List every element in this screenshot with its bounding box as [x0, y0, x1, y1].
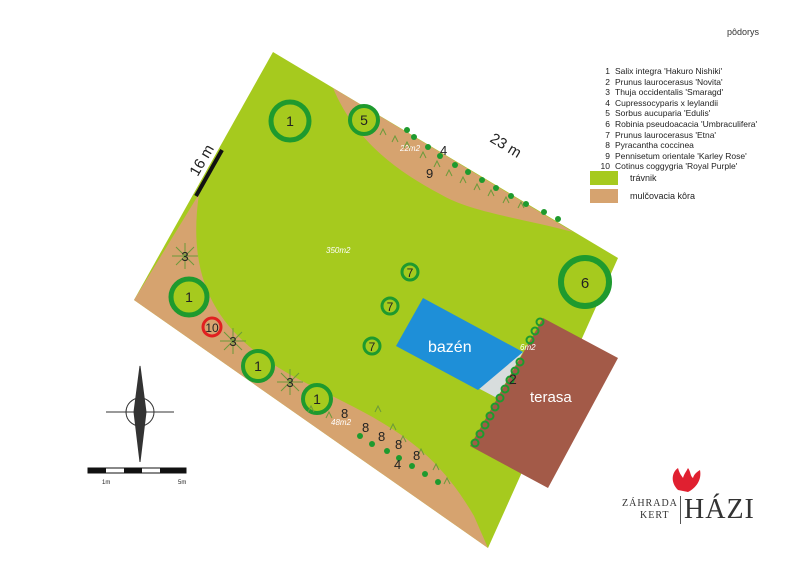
svg-text:8: 8 [413, 448, 420, 463]
svg-text:6: 6 [581, 275, 589, 292]
plant-list-name: Prunus laurocerasus 'Novita' [615, 76, 723, 87]
svg-text:1m: 1m [102, 480, 110, 486]
plant-list-name: Pyracantha coccinea [615, 140, 694, 151]
plant-list-item: 6 Robinia pseudoacacia 'Umbraculifera' [600, 119, 790, 130]
logo-brand: HÁZI [684, 494, 755, 525]
plant-number-4-bottom: 4 [394, 457, 401, 472]
hedge-row-2 [470, 317, 545, 448]
svg-text:5m: 5m [178, 480, 186, 486]
plant-list-number: 9 [605, 150, 610, 161]
tree-6: 6 [558, 255, 612, 309]
hedge-dots [357, 127, 561, 485]
svg-text:8: 8 [395, 437, 402, 452]
conifer-3a: 3 [172, 243, 198, 269]
plant-list-item: 2 Prunus laurocerasus 'Novita' [600, 77, 790, 88]
svg-text:3: 3 [286, 375, 293, 390]
shrub-7a: 7 [400, 262, 420, 282]
plant-list-name: Salix integra 'Hakuro Nishiki' [615, 66, 723, 76]
lawn-legend-label: trávnik [630, 173, 657, 183]
plant-list-item: 5 Sorbus aucuparia 'Edulis' [600, 108, 790, 119]
plant-list-item: 10 Cotinus coggygria 'Royal Purple' [600, 161, 790, 172]
legend-mulch: mulčovacia kôra [590, 189, 695, 203]
conifer-3c: 3 [277, 369, 303, 395]
svg-text:10: 10 [205, 321, 219, 335]
plant-list-item: 7 Prunus laurocerasus 'Etna' [600, 130, 790, 141]
plant-list-number: 1 [605, 66, 610, 76]
legend-lawn: trávnik [590, 171, 657, 185]
plant-list-number: 3 [605, 87, 610, 98]
tree-1-mid: 1 [241, 349, 275, 383]
plant-list-item: 8 Pyracantha coccinea [600, 140, 790, 151]
pool-edge-area: 6m2 [520, 343, 536, 352]
svg-text:1: 1 [185, 289, 193, 305]
plant-list-number: 8 [605, 140, 610, 151]
shrub-10: 10 [201, 316, 223, 338]
plant-list-name: Cotinus coggygria 'Royal Purple' [615, 161, 738, 172]
pool-label: bazén [428, 339, 472, 356]
tree-5: 5 [348, 104, 380, 136]
svg-text:8: 8 [341, 406, 348, 421]
plant-list-number: 4 [605, 97, 610, 108]
plan-title: pôdorys [727, 27, 760, 37]
plant-list-name: Robinia pseudoacacia 'Umbraculifera' [615, 118, 758, 129]
plant-list-name: Prunus laurocerasus 'Etna' [615, 129, 717, 140]
svg-text:1: 1 [313, 391, 321, 407]
lawn-area-label: 350m2 [326, 246, 351, 255]
pool [396, 298, 523, 390]
plant-list-name: Thuja occidentalis 'Smaragd' [615, 87, 724, 98]
plant-number-2: 2 [509, 371, 517, 387]
dimension-line-16m [194, 149, 224, 197]
conifer-3b: 3 [220, 328, 246, 354]
plant-list-number: 7 [605, 129, 610, 140]
logo-line-2: KERT [640, 510, 670, 521]
mulch-swatch [590, 189, 618, 203]
terrace-label: terasa [530, 389, 572, 406]
tree-1-top: 1 [268, 99, 312, 143]
svg-text:3: 3 [181, 249, 188, 264]
shrub-7c: 7 [362, 336, 382, 356]
plant-list-name: Pennisetum orientale 'Karley Rose' [615, 150, 747, 161]
tulip-logo-icon [672, 468, 701, 492]
plant-number-4-top: 4 [440, 143, 447, 158]
plant-list-item: 9 Pennisetum orientale 'Karley Rose' [600, 151, 790, 162]
svg-text:1: 1 [254, 358, 262, 374]
svg-text:7: 7 [387, 300, 394, 314]
plant-list-item: 3 Thuja occidentalis 'Smaragd' [600, 87, 790, 98]
mulch-top-area-label: 22m2 [399, 144, 421, 153]
plant-list-name: Sorbus aucuparia 'Edulis' [615, 108, 711, 119]
shrub-7b: 7 [380, 296, 400, 316]
logo-line-1: ZÁHRADA [622, 498, 678, 509]
mulch-bottom-area-label: 48m2 [331, 418, 352, 427]
scale-bar: 1m 5m [87, 467, 187, 486]
tree-1-left: 1 [168, 276, 210, 318]
logo-divider [680, 496, 681, 524]
svg-text:1: 1 [286, 113, 294, 129]
north-arrow [106, 365, 174, 463]
mulch-legend-label: mulčovacia kôra [630, 191, 696, 201]
plant-list-name: Cupressocyparis x leylandii [615, 97, 718, 108]
logo: ZÁHRADA KERT HÁZI [622, 470, 762, 530]
plant-list-item: 1 Salix integra 'Hakuro Nishiki' [600, 66, 790, 77]
shrubs-8: 8 8 8 8 8 [341, 406, 420, 463]
grass-tufts [307, 127, 525, 485]
svg-text:7: 7 [369, 340, 376, 354]
svg-text:7: 7 [407, 266, 414, 280]
plant-list-number: 6 [605, 118, 610, 129]
dimension-label-23m: 23 m [487, 130, 524, 162]
svg-text:8: 8 [362, 420, 369, 435]
plant-list-number: 10 [600, 161, 610, 172]
tree-1-bottom: 1 [301, 383, 333, 415]
plant-list-number: 2 [605, 76, 610, 87]
plant-number-9: 9 [426, 166, 433, 181]
svg-text:3: 3 [229, 334, 236, 349]
svg-text:5: 5 [360, 112, 368, 128]
plant-list-number: 5 [605, 108, 610, 119]
lawn-swatch [590, 171, 618, 185]
terrace [470, 318, 618, 488]
plant-list-item: 4 Cupressocyparis x leylandii [600, 98, 790, 109]
svg-text:8: 8 [378, 429, 385, 444]
